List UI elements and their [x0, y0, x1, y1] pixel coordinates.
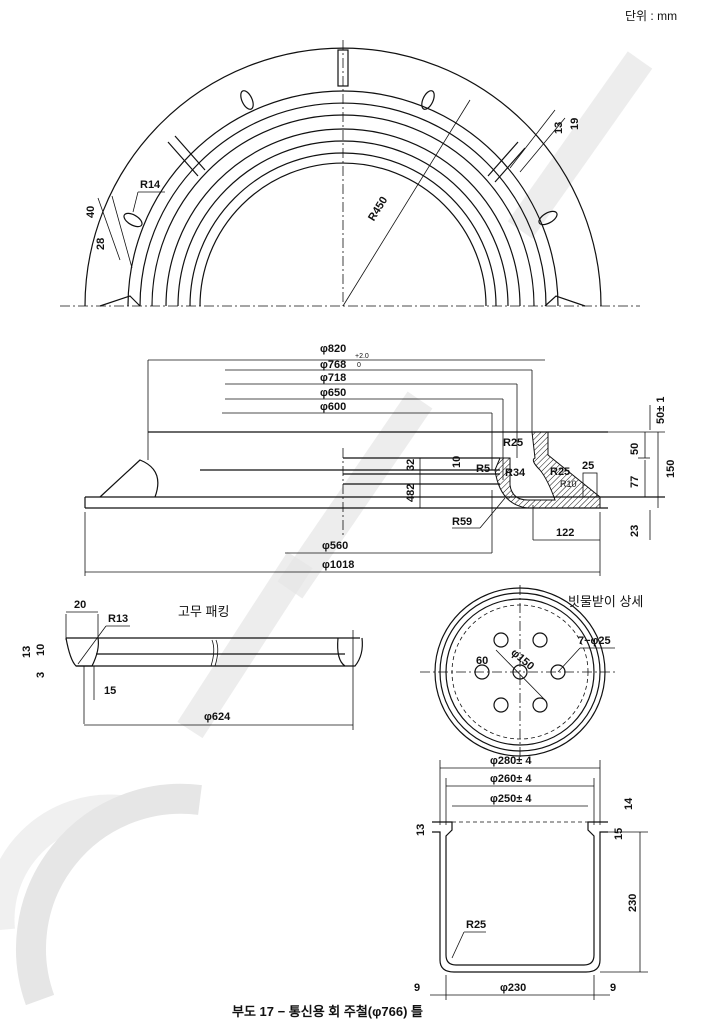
unit-label: 단위 : mm: [625, 9, 677, 23]
dim-d820: φ820: [320, 343, 346, 355]
dim-d600: φ600: [320, 401, 346, 413]
dim-d250: φ250± 4: [490, 793, 532, 805]
drain-holes: [474, 632, 566, 713]
dim-r450: R450: [366, 195, 390, 224]
dim-d768: φ768: [320, 359, 346, 371]
packing-title: 고무 패킹: [178, 604, 229, 619]
dim-r34: R34: [505, 467, 526, 479]
dim-13: 13: [21, 646, 33, 658]
dim-r5: R5: [476, 463, 490, 475]
rubber-packing: 고무 패킹 20 R13 13 10 3 15 φ624: [21, 599, 363, 730]
dim-r25-a: R25: [503, 437, 523, 449]
dim-r25: R25: [466, 919, 486, 931]
dim-d624: φ624: [204, 711, 231, 723]
drain-title: 빗물받이 상세: [568, 594, 643, 609]
dim-d768-tol-upper: +2.0: [355, 353, 369, 360]
dim-d1018: φ1018: [322, 559, 354, 571]
dim-d650: φ650: [320, 387, 346, 399]
dim-15: 15: [104, 685, 116, 697]
dim-50: 50: [629, 443, 641, 455]
dim-40: 40: [85, 206, 97, 218]
dim-77: 77: [629, 476, 641, 488]
dim-9-left: 9: [414, 982, 420, 994]
drain-detail: 빗물받이 상세 7−φ25 φ150 60: [420, 585, 643, 760]
dim-r59: R59: [452, 516, 472, 528]
dim-28: 28: [95, 238, 107, 250]
dim-23: 23: [629, 525, 641, 537]
dim-d560: φ560: [322, 540, 348, 552]
dim-7-d25: 7−φ25: [578, 635, 611, 647]
dim-60: 60: [476, 655, 488, 667]
watermark: [0, 51, 653, 1006]
dim-230: 230: [627, 894, 639, 912]
dim-d280: φ280± 4: [490, 755, 532, 767]
dim-d150: φ150: [508, 647, 536, 673]
dim-d768-tol-lower: 0: [357, 362, 361, 369]
top-view: R450 R14 40 28 19 13: [60, 40, 640, 307]
dim-13: 13: [553, 122, 565, 134]
dim-13: 13: [415, 824, 427, 836]
dim-d230: φ230: [500, 982, 526, 994]
dim-r25-b: R25: [550, 466, 570, 478]
dim-d260: φ260± 4: [490, 773, 532, 785]
figure-caption: 부도 17 − 통신용 회 주철(φ766) 틀: [232, 1004, 423, 1019]
dim-r10: R10: [560, 479, 577, 489]
dim-15: 15: [613, 828, 625, 840]
dim-32: 32: [405, 459, 417, 471]
dim-482: 482: [405, 484, 417, 502]
dim-r14: R14: [140, 179, 161, 191]
dim-14: 14: [623, 797, 635, 810]
dim-d718: φ718: [320, 372, 346, 384]
dim-9-right: 9: [610, 982, 616, 994]
dim-150: 150: [665, 460, 677, 478]
dim-10: 10: [35, 644, 47, 656]
section-view: φ820 φ768 +2.0 0 φ718 φ650 φ600 φ1018 φ5…: [84, 343, 677, 576]
dim-50-tol: 50± 1: [655, 397, 667, 424]
dim-20: 20: [74, 599, 86, 611]
dim-122: 122: [556, 527, 574, 539]
dim-r13: R13: [108, 613, 128, 625]
dim-25: 25: [582, 460, 594, 472]
dim-19: 19: [569, 118, 581, 130]
dim-10: 10: [451, 456, 463, 468]
dim-3: 3: [35, 672, 47, 678]
drain-cup: φ280± 4 φ260± 4 φ250± 4 13 14 15 230 R25…: [414, 755, 648, 1000]
bolt-slots: [123, 90, 558, 228]
